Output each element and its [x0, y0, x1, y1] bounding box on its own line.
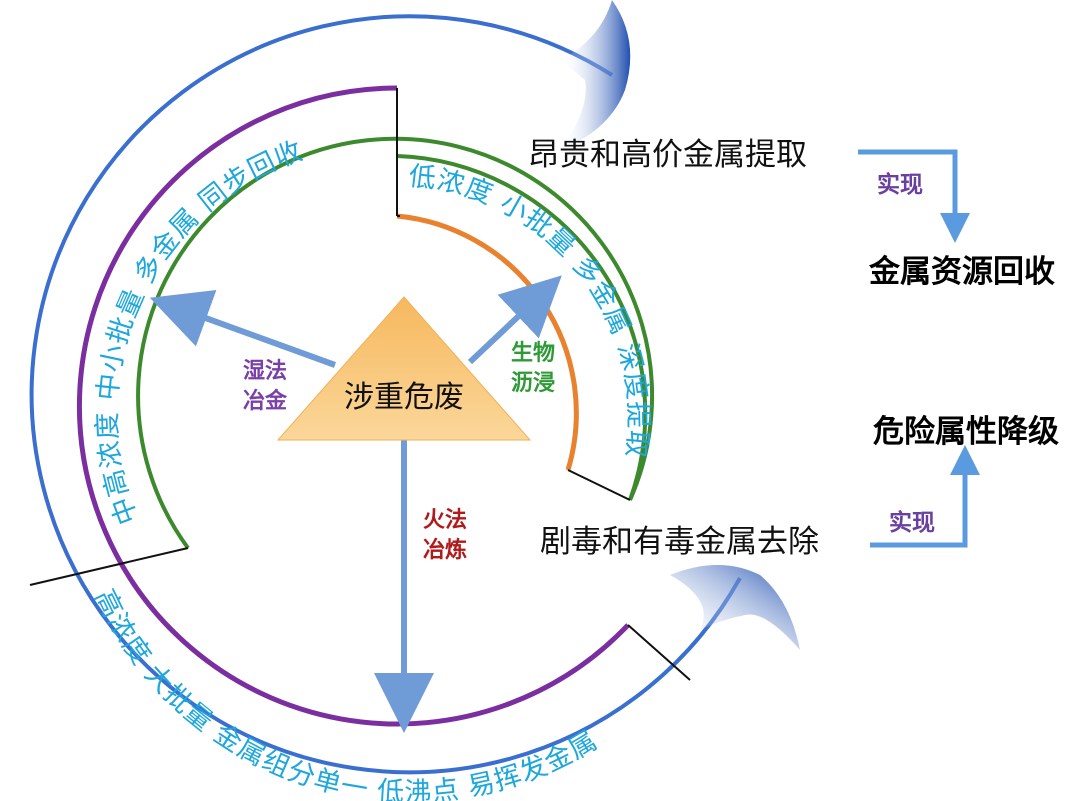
green-ring-right: [396, 154, 648, 501]
purple-ring: [76, 85, 630, 727]
realize-bottom: 实现: [889, 509, 935, 536]
method-bio-line2: 沥浸: [511, 371, 555, 396]
method-wet-line1: 湿法: [243, 359, 287, 384]
realize-top: 实现: [877, 171, 923, 198]
result-top: 金属资源回收: [868, 254, 1055, 290]
method-arrows: [149, 275, 562, 733]
goal-top: 昂贵和高价金属提取: [528, 137, 807, 173]
center-triangle: [276, 296, 532, 441]
method-wet-line2: 冶金: [243, 388, 288, 414]
green-ring: [136, 136, 655, 550]
arc-text-wet: 中高浓度 中小批量 多金属 同步回收: [92, 136, 307, 529]
goal-bottom: 剧毒和有毒金属去除: [540, 524, 819, 560]
center-label: 涉重危废: [344, 380, 464, 415]
swoosh-top-icon: [560, 0, 631, 150]
flow-top-connector: [858, 149, 970, 243]
outer-ring: [29, 14, 742, 775]
result-bottom: 危险属性降级: [873, 414, 1059, 450]
arrow-wet: [149, 290, 337, 368]
arrow-bio: [467, 275, 562, 365]
method-fire-line1: 火法: [423, 508, 467, 533]
method-fire-line2: 冶炼: [423, 537, 467, 563]
method-bio-line1: 生物: [511, 340, 555, 366]
swoosh-bottom-icon: [670, 565, 800, 650]
sector-dividers: [29, 88, 691, 681]
flow-bottom-connector: [870, 445, 980, 548]
